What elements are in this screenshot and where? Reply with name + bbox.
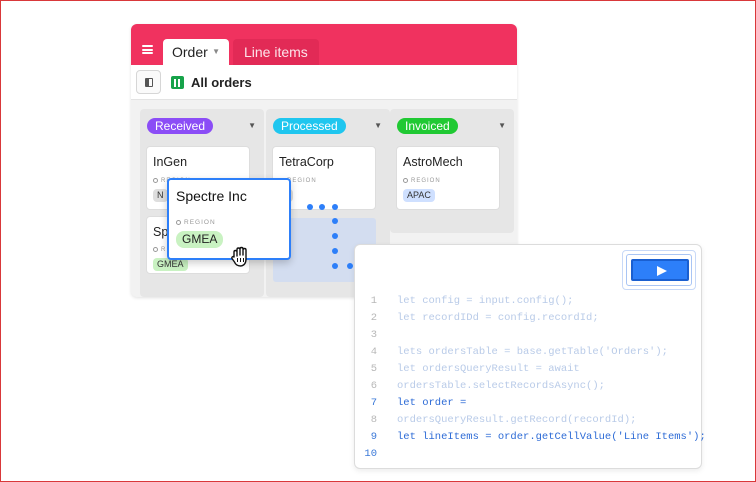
card-title: Sp: [153, 225, 169, 239]
region-tag: GMEA: [153, 258, 188, 271]
code-text: let config = input.config();: [397, 295, 574, 307]
line-number: 5: [370, 363, 377, 375]
run-button-focus-ring: [622, 250, 696, 290]
tab-label: Order: [172, 44, 208, 60]
code-text: let order =: [397, 397, 467, 409]
dragged-record-card[interactable]: Spectre Inc REGION GMEA: [167, 178, 291, 260]
line-number: 1: [370, 295, 377, 307]
card-title: Spectre Inc: [176, 188, 247, 204]
region-field-label: REGION: [176, 219, 216, 226]
status-badge: Invoiced: [397, 118, 458, 134]
sidebar-icon: [145, 78, 153, 87]
view-toolbar: All orders: [131, 65, 517, 100]
connector-dot: [346, 263, 353, 269]
caret-down-icon[interactable]: ▼: [498, 121, 506, 130]
region-field-label: R: [153, 247, 166, 253]
card-title: InGen: [153, 155, 188, 169]
line-number: 8: [370, 414, 377, 426]
menu-icon[interactable]: [142, 45, 153, 54]
region-icon: [153, 247, 158, 252]
line-number: 3: [370, 329, 377, 341]
connector-dot: [332, 204, 338, 210]
line-number: 4: [370, 346, 377, 358]
status-badge: Received: [147, 118, 214, 134]
script-editor-panel: 1 let config = input.config(); 2 let record…: [354, 244, 706, 469]
connector-dot: [332, 218, 338, 224]
status-badge: Processed: [273, 118, 346, 134]
connector-dot: [307, 204, 313, 210]
code-text: let lineItems = order.getCellValue('Line…: [397, 431, 706, 443]
region-tag: APAC: [403, 189, 435, 202]
caret-down-icon[interactable]: ▼: [248, 121, 256, 130]
line-number: 7: [370, 397, 377, 409]
sidebar-toggle-button[interactable]: [136, 70, 161, 94]
caret-down-icon[interactable]: ▼: [374, 121, 382, 130]
region-icon: [153, 178, 158, 183]
line-number: 6: [370, 380, 377, 392]
view-name[interactable]: All orders: [191, 75, 252, 90]
tab-order[interactable]: Order ▼: [163, 39, 229, 65]
code-text: lets ordersTable = base.getTable('Orders…: [397, 346, 668, 358]
kanban-view-icon: [171, 76, 184, 89]
tab-line-items[interactable]: Line items: [233, 39, 319, 65]
app-header: Order ▼ Line items: [131, 24, 517, 65]
code-text: ordersQueryResult.getRecord(recordId);: [397, 414, 637, 426]
region-field-label: REGION: [403, 178, 441, 184]
region-icon: [403, 178, 408, 183]
line-number: 2: [370, 312, 377, 324]
kanban-column-invoiced: Invoiced ▼ AstroMech REGION APAC: [390, 109, 514, 233]
connector-dot: [319, 204, 325, 210]
grab-hand-icon: [231, 246, 247, 267]
line-number: 9: [370, 431, 377, 443]
code-text: ordersTable.selectRecordsAsync();: [397, 380, 605, 392]
region-icon: [176, 219, 181, 225]
code-text: let recordIDd = config.recordId;: [397, 312, 599, 324]
code-text: let ordersQueryResult = await: [397, 363, 580, 375]
card-title: TetraCorp: [279, 155, 334, 169]
record-card[interactable]: AstroMech REGION APAC: [396, 146, 500, 210]
region-tag: GMEA: [176, 231, 224, 248]
connector-dot: [332, 248, 338, 254]
connector-dot: [332, 233, 338, 239]
tab-label: Line items: [244, 44, 308, 60]
caret-down-icon[interactable]: ▼: [212, 47, 220, 56]
connector-dot: [332, 263, 338, 269]
card-title: AstroMech: [403, 155, 463, 169]
line-number: 10: [364, 448, 377, 460]
region-tag: N: [153, 189, 168, 202]
run-button[interactable]: [631, 259, 689, 281]
